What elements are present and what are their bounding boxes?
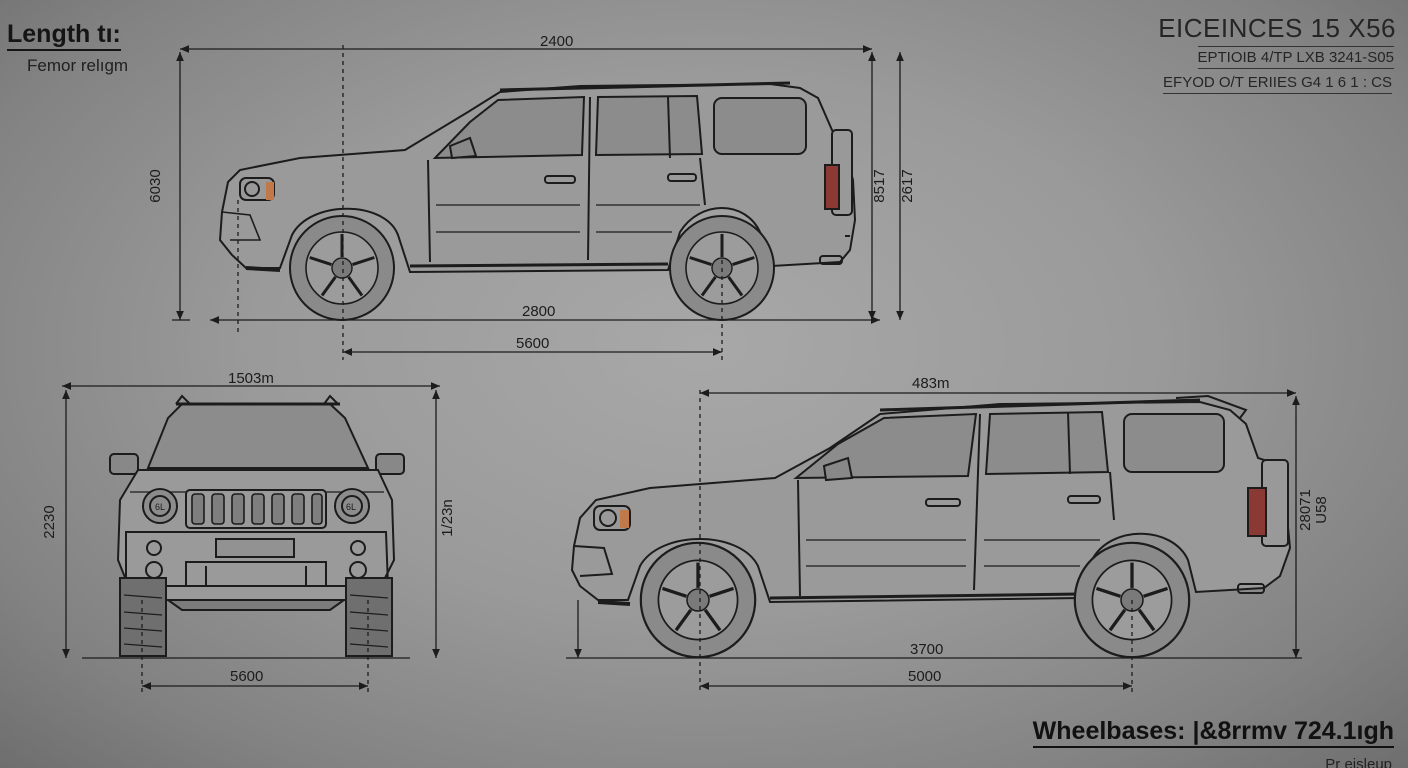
footer-bottom-note: Pr ejsleup	[1325, 756, 1392, 768]
top-dimensions	[172, 45, 904, 360]
top-height-left-label: 6030	[147, 169, 164, 202]
bottom-front-window	[793, 412, 978, 480]
front-track-label: 5600	[230, 668, 263, 685]
bottom-length-label: 483m	[912, 375, 950, 392]
bottom-wheelbase-label: 5000	[908, 668, 941, 685]
header-title: Length tı:	[7, 20, 121, 51]
title-block-line-1: EPTIOIB 4/TP LXB 3241-S05	[1197, 46, 1394, 69]
bottom-car-body	[570, 400, 1292, 604]
footer-wheelbase-note: Wheelbases: |&8rrmv 724.1ıgh	[1032, 716, 1394, 748]
front-height-right-label: 1/23n	[439, 499, 456, 537]
top-quarter-window	[713, 97, 807, 155]
top-side-view	[218, 81, 857, 322]
top-height-right-b-label: 2617	[899, 169, 916, 202]
top-ground-dim-label: 2800	[522, 303, 555, 320]
front-headlamp-label-left: 6L	[155, 502, 165, 512]
title-block-line-2: EFYOD O/T ERIIES G4 1 6 1 : CS	[1163, 74, 1392, 94]
front-view	[109, 394, 405, 657]
front-dimensions	[61, 382, 440, 694]
title-block-heading: EICEINCES 15 X56	[1158, 13, 1396, 43]
top-wheelbase-label: 5600	[516, 335, 549, 352]
header-subtitle: Femor relıgm	[27, 56, 129, 75]
top-rear-window	[594, 94, 704, 157]
top-overall-length-label: 2400	[540, 33, 573, 50]
top-height-right-a-label: 8517	[871, 169, 888, 202]
bottom-height-right-a-label: 28071	[1297, 489, 1314, 531]
front-headlamp-label-right: 6L	[346, 502, 356, 512]
front-width-label: 1503m	[228, 370, 274, 387]
bottom-side-view	[570, 394, 1292, 659]
bottom-height-right-b-label: U58	[1313, 496, 1330, 524]
front-cab	[146, 403, 370, 469]
bottom-rear-window	[984, 410, 1110, 476]
bottom-quarter-window	[1123, 413, 1225, 473]
bottom-ground-dim-label: 3700	[910, 641, 943, 658]
bottom-dimensions	[566, 389, 1302, 694]
front-height-left-label: 2230	[41, 505, 58, 538]
